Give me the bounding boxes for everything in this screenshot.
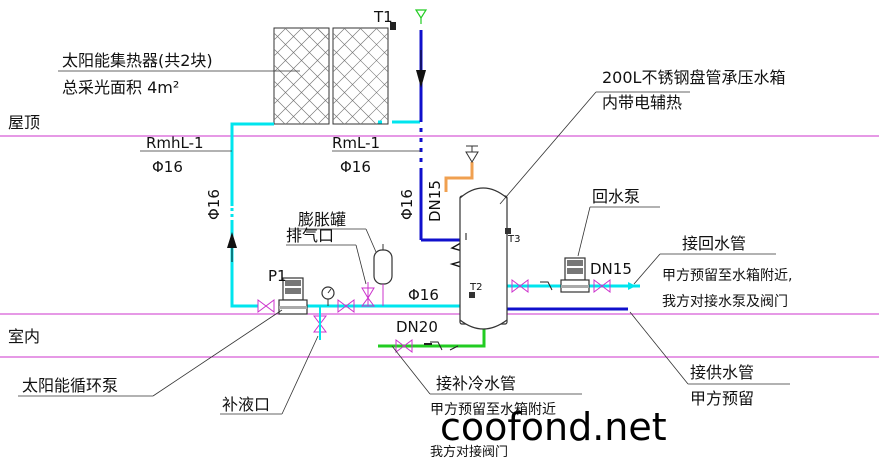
t3-label: T3 xyxy=(507,234,520,245)
leader-lines xyxy=(18,70,790,415)
flow-arrow-down-icon xyxy=(416,70,426,88)
indoor-label: 室内 xyxy=(8,327,40,346)
supply-pipe-note: 甲方预留 xyxy=(690,389,754,408)
return-pipe-note2: 我方对接水泵及阀门 xyxy=(662,293,788,310)
collector-name: 太阳能集热器(共2块) xyxy=(62,51,213,70)
vent-pipe xyxy=(444,162,474,192)
expansion-tank-label: 膨胀罐 xyxy=(298,210,346,229)
return-pipe-label: 接回水管 xyxy=(682,234,746,253)
tank-title: 200L不锈钢盘管承压水箱 xyxy=(602,68,785,87)
return-pump-icon xyxy=(560,257,590,293)
dn15-vert: DN15 xyxy=(426,180,444,222)
expansion-tank-icon xyxy=(373,244,393,306)
dn15-right: DN15 xyxy=(590,260,632,278)
t2-label: T2 xyxy=(469,282,482,293)
storage-tank xyxy=(459,187,511,330)
t1-label: T1 xyxy=(373,8,393,26)
return-pipe-end-icon xyxy=(628,282,636,290)
vert-left-dia: Φ16 xyxy=(205,189,223,220)
vent-valve-icon xyxy=(465,145,479,163)
pipe-left-code: RmhL-1 xyxy=(146,134,204,152)
watermark: coofond.net xyxy=(440,405,667,449)
flow-arrow-up-icon xyxy=(227,232,237,248)
t1-sensor-icon xyxy=(390,22,396,30)
cold-water-label: 接补冷水管 xyxy=(436,374,516,393)
top-vent-icon xyxy=(414,9,428,24)
supply-pipe-label: 接供水管 xyxy=(690,363,754,382)
solar-collectors xyxy=(273,27,389,125)
circ-pump-label: 太阳能循环泵 xyxy=(22,376,118,395)
roof-label: 屋顶 xyxy=(8,113,40,132)
pressure-gauge-icon xyxy=(321,286,335,306)
pipe-right-dia: Φ16 xyxy=(340,158,371,176)
cold-pipe xyxy=(378,322,486,348)
p1-label: P1 xyxy=(268,267,287,285)
horiz-dia: Φ16 xyxy=(408,286,439,304)
check-valve-icons xyxy=(430,281,553,351)
return-pump-label: 回水泵 xyxy=(592,187,640,206)
pipe-right-code: RmL-1 xyxy=(332,134,380,152)
collector-area: 总采光面积 4m² xyxy=(62,78,179,97)
refill-port-label: 补液口 xyxy=(222,395,270,414)
air-vent-valve-icon xyxy=(361,282,375,307)
circulation-pump-icon xyxy=(278,277,308,315)
cold-water-note2: 我方对接阀门 xyxy=(430,444,508,460)
vert-right-dia: Φ16 xyxy=(398,189,416,220)
tank-sub: 内带电辅热 xyxy=(602,93,682,112)
pipe-left-dia: Φ16 xyxy=(152,158,183,176)
air-vent-label: 排气口 xyxy=(286,226,334,245)
cold-water-note1: 甲方预留至水箱附近 xyxy=(430,402,556,418)
dn20-label: DN20 xyxy=(396,318,438,336)
return-pipe-note1: 甲方预留至水箱附近, xyxy=(662,268,792,284)
